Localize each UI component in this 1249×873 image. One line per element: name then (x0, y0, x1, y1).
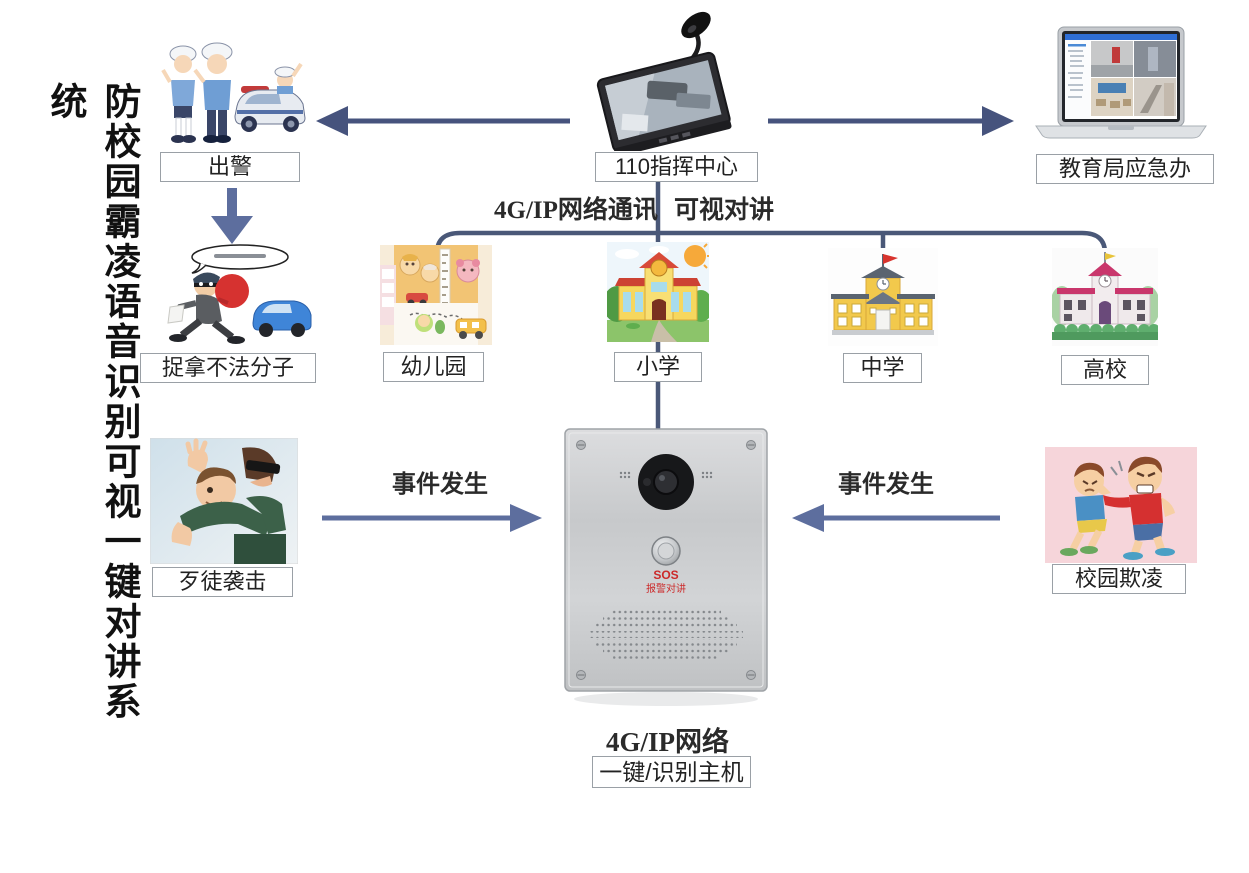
thief-figure (167, 272, 249, 344)
corner-screws (576, 440, 756, 680)
police-dispatch-illustration (161, 42, 306, 143)
console-screen (596, 51, 732, 151)
network-comm-label: 4G/IP网络通讯 (494, 197, 658, 224)
middle-school-illustration (828, 248, 938, 346)
catch-criminals-illustration (167, 244, 312, 344)
sos-button[interactable] (651, 536, 681, 566)
school-building (831, 254, 935, 335)
middle-school-label: 中学 (843, 353, 922, 383)
kindergarten-label: 幼儿园 (383, 352, 484, 382)
getaway-car (252, 300, 312, 337)
event-occurs-right: 事件发生 (838, 471, 934, 498)
camera-grid (1091, 41, 1176, 116)
monitoring-sidebar (1065, 40, 1090, 119)
command-center-illustration (596, 11, 732, 151)
arrow-to-police (316, 106, 570, 136)
thug-attack-label: 歹徒袭击 (152, 567, 293, 597)
event-occurs-left: 事件发生 (392, 471, 488, 498)
intercom-host-device: SOS 报警对讲 (564, 428, 768, 706)
college-label: 高校 (1061, 355, 1149, 385)
bully-boy (1093, 456, 1175, 560)
sos-subtext: 报警对讲 (646, 582, 686, 595)
camera-module (638, 454, 694, 510)
speaker-grille (589, 607, 743, 662)
mic-holes (619, 471, 713, 479)
campus-bullying-illustration (1045, 447, 1197, 563)
host-network-label: 4G/IP网络 (606, 727, 730, 757)
system-title: 防校园霸凌语音识别可视一键对讲系统 (45, 82, 140, 722)
arrow-event-right (792, 504, 1000, 532)
edu-bureau-laptop-illustration (1035, 26, 1207, 139)
college-illustration (1052, 248, 1158, 346)
police-dispatch-label: 出警 (160, 152, 300, 182)
arrow-to-edu-bureau (768, 106, 1014, 136)
kindergarten-illustration (380, 245, 492, 345)
line-trunk (434, 230, 1108, 262)
command-center-label: 110指挥中心 (595, 152, 758, 182)
primary-school-illustration (607, 242, 709, 342)
primary-school-label: 小学 (614, 352, 702, 382)
campus-bullying-label: 校园欺凌 (1052, 564, 1186, 594)
college-building (1057, 252, 1153, 325)
toy-bus (455, 318, 487, 339)
arrow-police-to-catch (211, 188, 253, 244)
police-car (234, 62, 306, 132)
edu-bureau-label: 教育局应急办 (1036, 154, 1214, 184)
sos-text: SOS (653, 568, 678, 582)
host-device-label: 一键/识别主机 (592, 756, 751, 788)
hedge (1052, 324, 1158, 340)
visual-intercom-label: 可视对讲 (674, 197, 775, 224)
school-building (615, 252, 701, 321)
thug-attack-illustration (150, 438, 298, 564)
arrow-event-left (322, 504, 542, 532)
speech-bubble (191, 244, 289, 274)
catch-criminals-label: 捉拿不法分子 (140, 353, 316, 383)
